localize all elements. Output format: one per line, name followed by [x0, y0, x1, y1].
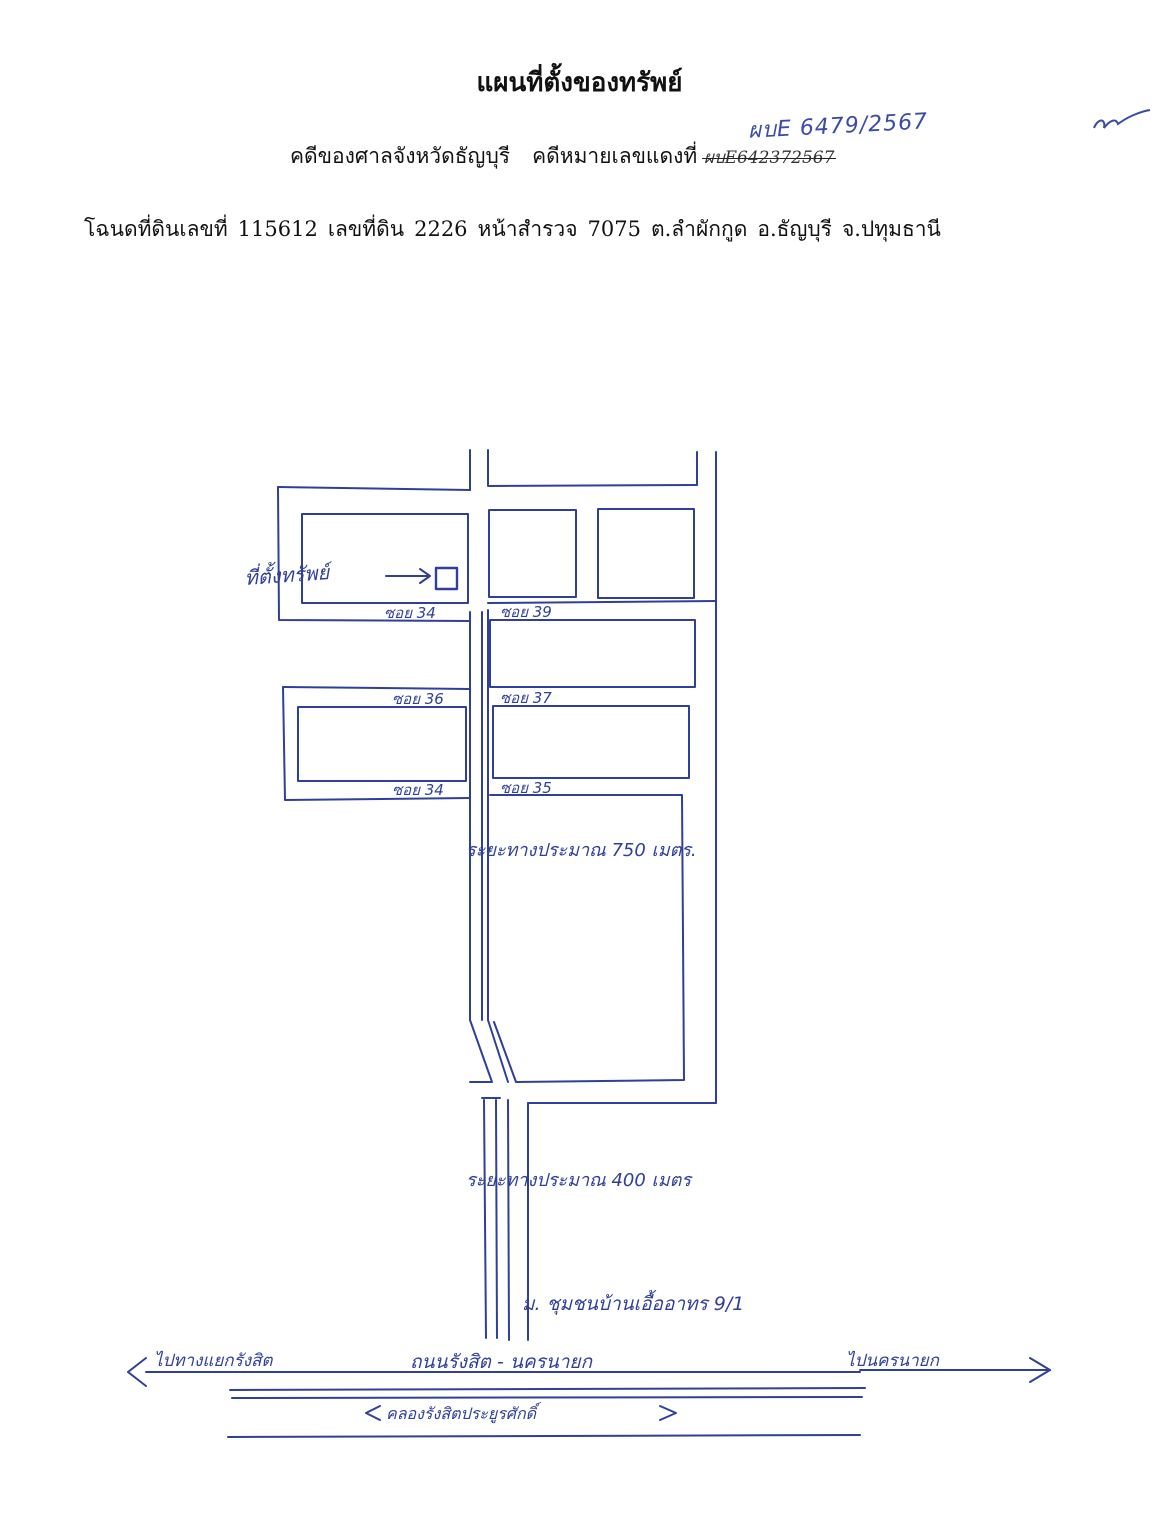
land-block	[597, 508, 695, 599]
road-line	[487, 484, 698, 487]
property-arrow	[385, 568, 431, 584]
land-block	[492, 705, 690, 779]
province: จ.ปทุมธานี	[841, 217, 941, 241]
road-line	[469, 1019, 493, 1083]
distance-upper-label: ระยะทางประมาณ 750 เมตร.	[466, 840, 697, 861]
deed-info-line: โฉนดที่ดินเลขที่ 115612 เลขที่ดิน 2226 หน้าส…	[84, 213, 951, 246]
page-title: แผนที่ตั้งของทรัพย์	[476, 68, 683, 98]
road-line	[282, 686, 471, 801]
deed-number: 115612	[237, 217, 318, 241]
deed-label: โฉนดที่ดินเลขที่	[84, 217, 228, 241]
land-block	[488, 509, 577, 598]
soi-35-label: ซอย 35	[500, 779, 552, 797]
soi-34-label: ซอย 34	[384, 604, 436, 622]
initials-signature	[1093, 109, 1151, 129]
road-line	[507, 1099, 510, 1341]
land-block	[297, 706, 467, 782]
struck-case-number: ผบE642372567	[701, 144, 836, 171]
subdistrict: ต.ลำผักกูด	[650, 217, 748, 241]
road-line	[495, 1099, 498, 1339]
canal-arrow-right-icon	[659, 1405, 677, 1421]
property-marker	[434, 566, 459, 591]
court-case-line: คดีของศาลจังหวัดธัญบุรีคดีหมายเลขแดงที่ …	[290, 140, 836, 173]
road-line	[277, 486, 471, 491]
soi-39-label: ซอย 39	[500, 603, 552, 621]
direction-left-label: ไปทางแยกรังสิต	[154, 1350, 273, 1371]
road-line	[282, 686, 471, 690]
soi-37-label: ซอย 37	[500, 689, 552, 707]
soi-34b-label: ซอย 34	[392, 781, 444, 799]
land-number: 2226	[414, 217, 468, 241]
land-block	[301, 513, 469, 604]
village-label: ม. ชุมชนบ้านเอื้ออาทร 9/1	[522, 1289, 744, 1315]
land-block	[489, 619, 696, 688]
survey-label: หน้าสำรวจ	[477, 217, 578, 241]
property-location-label: ที่ตั้งทรัพย์	[243, 557, 333, 590]
road-line	[487, 1019, 509, 1083]
highway-line	[227, 1434, 861, 1438]
highway-line	[229, 1387, 866, 1391]
red-case-label: คดีหมายเลขแดงที่	[532, 144, 698, 168]
canal-label: คลองรังสิตประยูรศักดิ์	[386, 1402, 542, 1424]
road-line	[483, 1099, 487, 1339]
survey-number: 7075	[587, 217, 641, 241]
road-line	[277, 486, 471, 622]
road-line	[489, 794, 685, 1083]
soi-36-label: ซอย 36	[392, 690, 444, 708]
road-name-label: ถนนรังสิต - นครนายก	[410, 1351, 594, 1373]
canal-arrow-left-icon	[365, 1405, 381, 1421]
land-label: เลขที่ดิน	[327, 217, 405, 241]
highway-line	[231, 1396, 863, 1399]
arrow-left-icon	[127, 1357, 147, 1387]
direction-right-label: ไปนครนายก	[846, 1350, 940, 1371]
road-line	[487, 600, 717, 604]
distance-lower-label: ระยะทางประมาณ 400 เมตร	[466, 1170, 693, 1191]
court-name: คดีของศาลจังหวัดธัญบุรี	[290, 144, 511, 168]
district: อ.ธัญบุรี	[757, 217, 832, 241]
